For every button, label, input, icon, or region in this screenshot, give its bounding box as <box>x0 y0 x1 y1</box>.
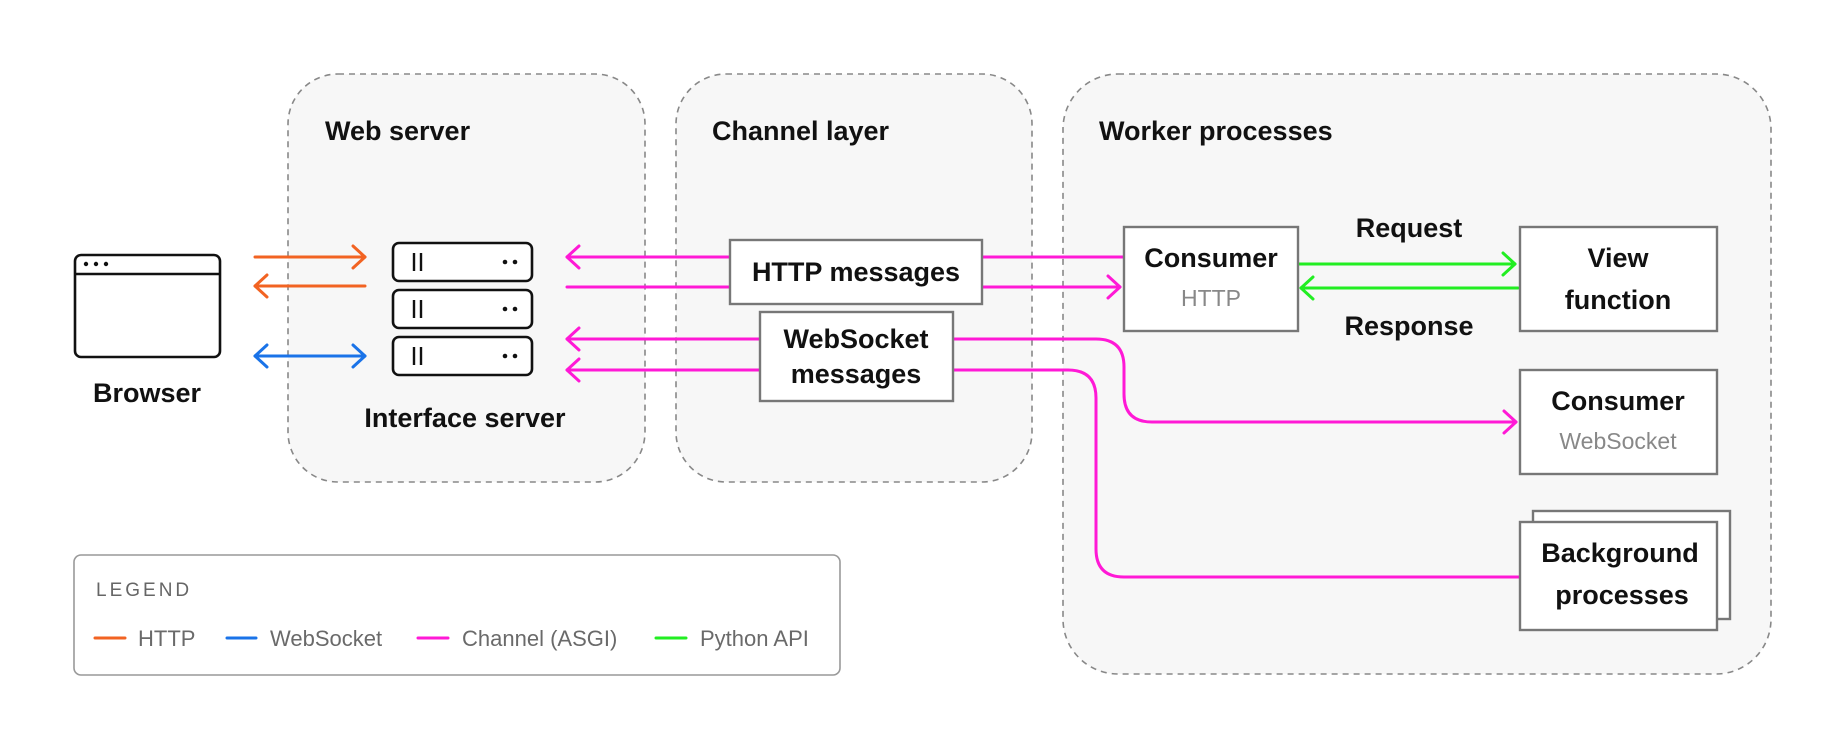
server-stack-icon <box>391 241 534 377</box>
consumer-websocket-box <box>1518 368 1719 476</box>
browser-node: Browser <box>73 253 222 408</box>
websocket-messages-node: WebSocket messages <box>758 310 955 403</box>
response-label: Response <box>1344 311 1473 341</box>
legend-item-python-api: Python API <box>654 626 809 651</box>
channel-ws-to-consumer-ws-arrow <box>951 337 1518 435</box>
view-function-label-line2: function <box>1565 285 1671 315</box>
http-messages-label: HTTP messages <box>752 257 960 287</box>
channel-http-to-interface-arrow <box>565 244 732 270</box>
legend-title: LEGEND <box>96 580 192 601</box>
region-channel-layer-title: Channel layer <box>712 116 890 146</box>
legend-label-websocket: WebSocket <box>270 626 382 651</box>
legend-label-python-api: Python API <box>700 626 809 651</box>
legend-box <box>73 554 841 676</box>
http-request-arrow <box>253 244 367 270</box>
request-label: Request <box>1356 213 1463 243</box>
region-web-server-title: Web server <box>325 116 471 146</box>
browser-window-icon <box>73 253 222 359</box>
legend: LEGEND HTTP WebSocket Channel (ASGI) Pyt… <box>73 554 841 676</box>
browser-label: Browser <box>93 378 202 408</box>
consumer-http-box <box>1122 225 1300 333</box>
background-processes-node: Background processes <box>1518 509 1732 632</box>
view-function-label-line1: View <box>1587 243 1649 273</box>
consumer-http-title: Consumer <box>1144 243 1278 273</box>
channel-ws-to-interface-arrow-lower <box>565 357 762 383</box>
channel-lines <box>565 244 1522 579</box>
interface-server-label: Interface server <box>364 403 566 433</box>
http-messages-box <box>728 238 984 306</box>
region-worker-processes-title: Worker processes <box>1099 116 1333 146</box>
request-arrow <box>1295 251 1517 277</box>
consumer-websocket-subtitle: WebSocket <box>1559 428 1677 454</box>
websocket-messages-label-line1: WebSocket <box>783 324 928 354</box>
consumer-websocket-node: Consumer WebSocket <box>1518 368 1719 476</box>
response-arrow <box>1299 275 1520 301</box>
http-messages-node: HTTP messages <box>728 238 984 306</box>
consumer-http-node: Consumer HTTP <box>1122 225 1300 333</box>
legend-item-http: HTTP <box>93 626 195 651</box>
legend-label-channel: Channel (ASGI) <box>462 626 617 651</box>
view-function-box <box>1518 225 1719 333</box>
channel-ws-to-background-line <box>951 368 1522 579</box>
channel-http-to-consumer-arrow <box>980 274 1122 300</box>
background-processes-box <box>1518 520 1719 632</box>
legend-label-http: HTTP <box>138 626 195 651</box>
consumer-http-subtitle: HTTP <box>1181 285 1241 311</box>
http-response-arrow <box>253 273 367 299</box>
legend-item-websocket: WebSocket <box>225 626 382 651</box>
consumer-websocket-title: Consumer <box>1551 386 1685 416</box>
background-processes-label-line1: Background <box>1541 538 1699 568</box>
interface-server-node: Interface server <box>364 241 566 433</box>
view-function-node: View function <box>1518 225 1719 333</box>
websocket-messages-box <box>758 310 955 403</box>
websocket-arrow <box>253 343 367 369</box>
websocket-messages-label-line2: messages <box>791 359 922 389</box>
channel-ws-to-interface-arrow-upper <box>565 326 762 352</box>
legend-item-channel: Channel (ASGI) <box>416 626 617 651</box>
background-processes-label-line2: processes <box>1555 580 1689 610</box>
